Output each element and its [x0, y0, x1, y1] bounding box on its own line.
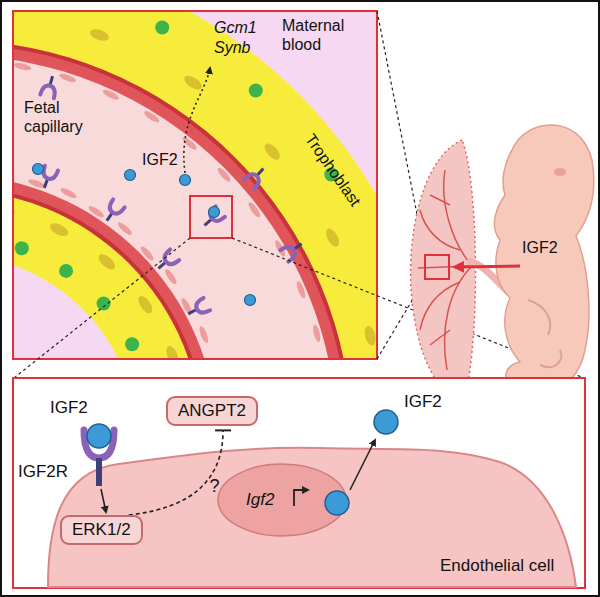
endothelial-cell	[48, 448, 576, 587]
region-label: Maternal blood	[282, 16, 362, 54]
receptor-label: IGF2R	[18, 462, 68, 482]
gene-arrow	[294, 490, 308, 506]
region-label: Fetal capillary	[24, 98, 104, 136]
protein-label: IGF2	[50, 398, 88, 418]
igf2-ball	[325, 491, 349, 515]
igf2-ball	[374, 410, 398, 434]
zoom-box	[190, 196, 232, 238]
protein-label: IGF2	[522, 238, 558, 257]
cell-label: Endothelial cell	[440, 556, 554, 576]
embryo	[411, 125, 594, 405]
gene-label: Gcm1	[214, 18, 257, 37]
secretion-arrow	[350, 440, 375, 490]
node-text: ANGPT2	[178, 401, 246, 421]
process-box: ANGPT2	[166, 396, 258, 426]
edge-label: ?	[209, 477, 219, 495]
gene-label: Igf2	[246, 490, 274, 510]
process-box: ERK1/2	[60, 515, 143, 545]
zoom-lines	[14, 11, 584, 378]
receptor-stem	[96, 470, 102, 486]
protein-label: IGF2	[404, 392, 442, 412]
panel-frame	[13, 11, 377, 359]
receptor-stem	[96, 458, 102, 472]
gene-label: Synb	[214, 38, 250, 57]
node-text: ERK1/2	[72, 520, 131, 540]
placenta-section	[13, 11, 377, 359]
signal-arrow	[101, 489, 106, 512]
secretion-arrow	[184, 68, 210, 173]
region-label: Trophoblast	[301, 130, 365, 210]
igf2-ball	[87, 424, 111, 448]
panel-frame	[13, 378, 585, 588]
protein-label: IGF2	[142, 150, 178, 169]
inhibition-connector	[129, 430, 231, 515]
receptors	[33, 74, 306, 320]
